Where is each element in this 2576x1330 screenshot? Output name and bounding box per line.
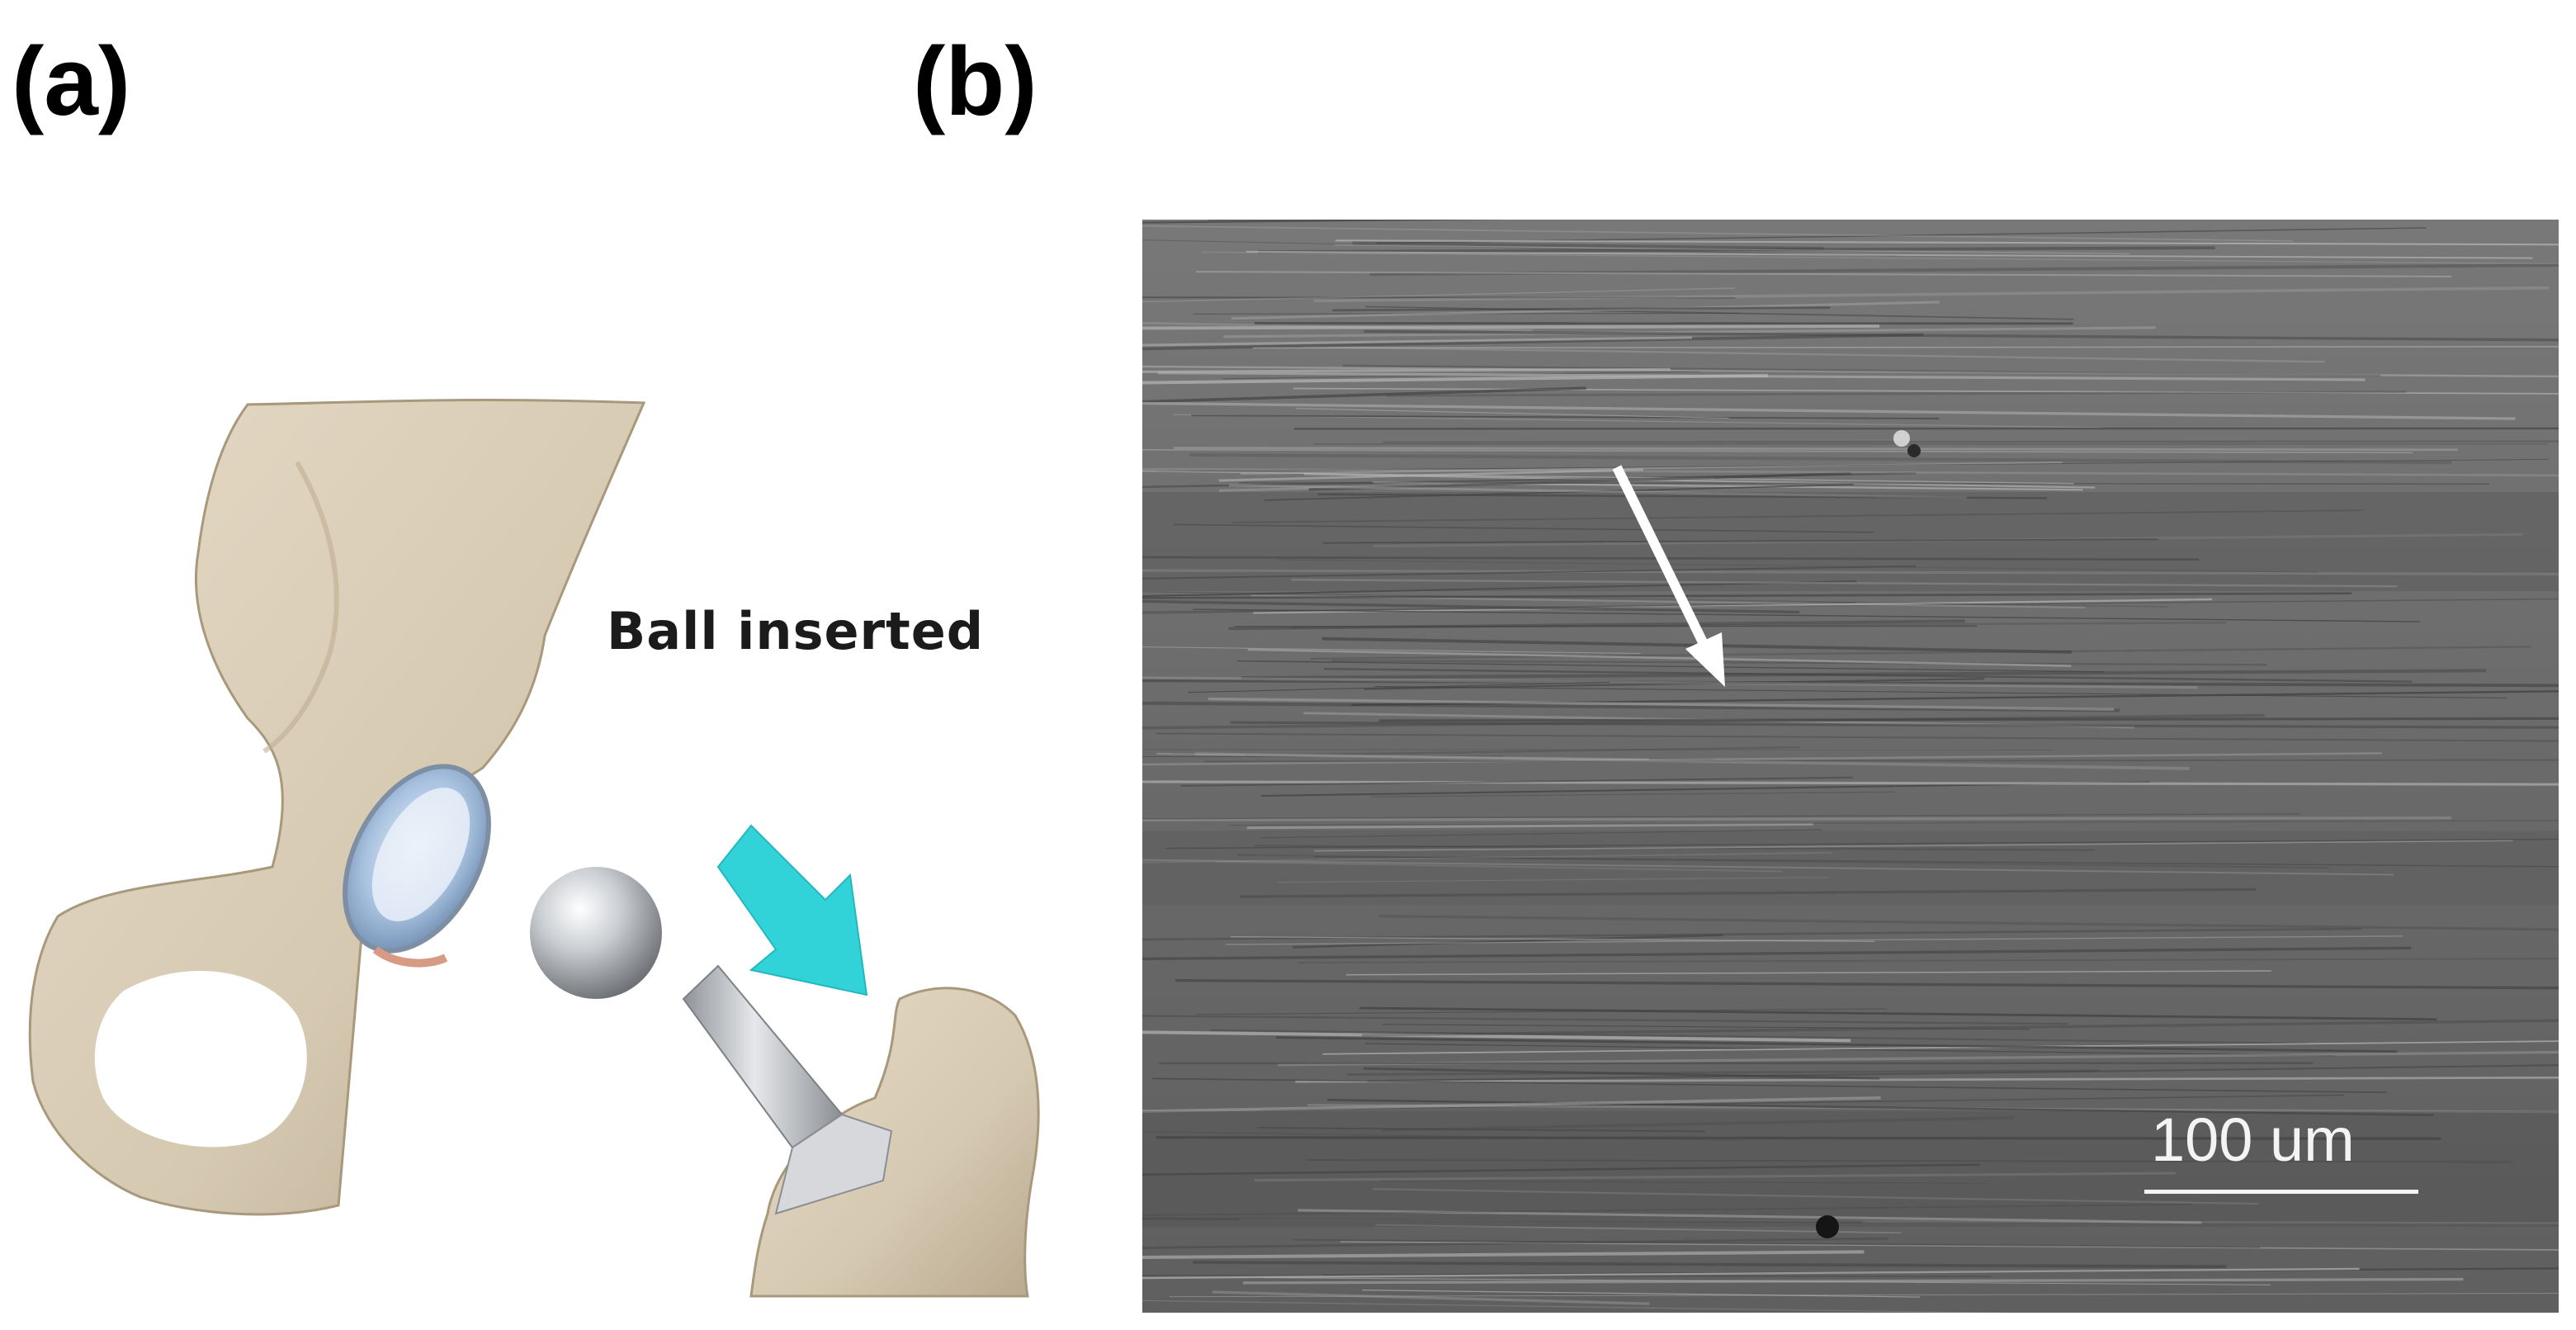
white-arrow-icon	[1612, 465, 1725, 687]
hip-implant-illustration	[28, 399, 1040, 1298]
cyan-arrow-icon	[716, 824, 868, 996]
ball-inserted-label: Ball inserted	[607, 601, 985, 661]
obturator-foramen	[94, 971, 307, 1148]
scale-bar	[2144, 1190, 2418, 1194]
panel-label-a: (a)	[12, 27, 131, 136]
panel-label-b: (b)	[913, 27, 1037, 136]
wear-striations	[1142, 220, 2559, 1313]
femoral-ball-head	[530, 867, 662, 999]
femoral-stem	[682, 964, 844, 1149]
scale-bar-label: 100 um	[2151, 1105, 2355, 1174]
sem-micrograph	[1142, 220, 2559, 1313]
femur-bone	[749, 987, 1040, 1298]
